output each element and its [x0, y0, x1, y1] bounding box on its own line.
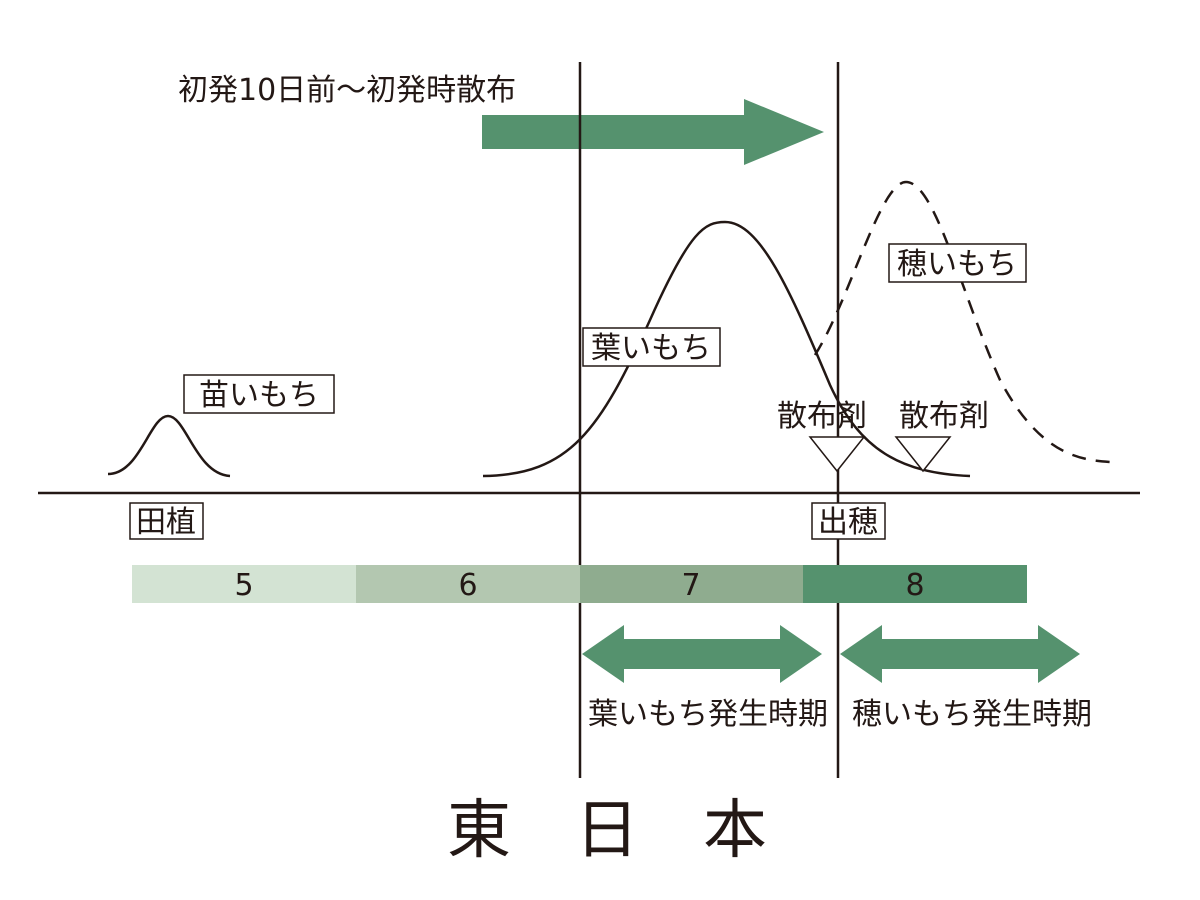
transplanting-label-box: 田植 — [129, 502, 204, 540]
seedling-blast-label: 苗いもち — [199, 378, 319, 413]
spray-timing-arrow — [482, 99, 824, 165]
month-label-7: 7 — [681, 568, 700, 603]
panicle-blast-label: 穂いもち — [897, 247, 1017, 282]
month-segment-7 — [580, 565, 803, 603]
month-label-8: 8 — [905, 568, 924, 603]
spray-agent-triangle-1 — [808, 436, 866, 473]
seedling-blast-label-box: 苗いもち — [183, 374, 335, 414]
month-segment-6 — [356, 565, 580, 603]
region-title: 東 日 本 — [447, 794, 767, 868]
spray-agent-label-2: 散布剤 — [899, 399, 989, 434]
panicle-blast-period-label: 穂いもち発生時期 — [852, 697, 1092, 732]
heading-label-box: 出穂 — [811, 502, 886, 540]
panicle-blast-period-arrow — [840, 625, 1080, 683]
leaf-blast-curve — [482, 220, 971, 478]
panicle-blast-curve — [813, 180, 1111, 464]
leaf-blast-period-arrow — [582, 625, 822, 683]
heading-label: 出穂 — [818, 505, 878, 540]
spray-agent-label-1: 散布剤 — [777, 399, 867, 434]
month-bar: 5 6 7 8 — [132, 565, 1027, 603]
month-label-6: 6 — [458, 568, 477, 603]
spray-agent-triangle-2 — [894, 436, 952, 473]
month-label-5: 5 — [234, 568, 253, 603]
leaf-blast-label: 葉いもち — [591, 331, 711, 366]
leaf-blast-period-label: 葉いもち発生時期 — [588, 697, 828, 732]
seedling-blast-curve — [107, 414, 231, 478]
spray-timing-label: 初発10日前〜初発時散布 — [178, 73, 516, 108]
month-segment-8 — [803, 565, 1027, 603]
panicle-blast-label-box: 穂いもち — [888, 243, 1027, 283]
month-segment-5 — [132, 565, 356, 603]
transplanting-label: 田植 — [136, 505, 196, 540]
leaf-blast-label-box: 葉いもち — [582, 327, 721, 367]
